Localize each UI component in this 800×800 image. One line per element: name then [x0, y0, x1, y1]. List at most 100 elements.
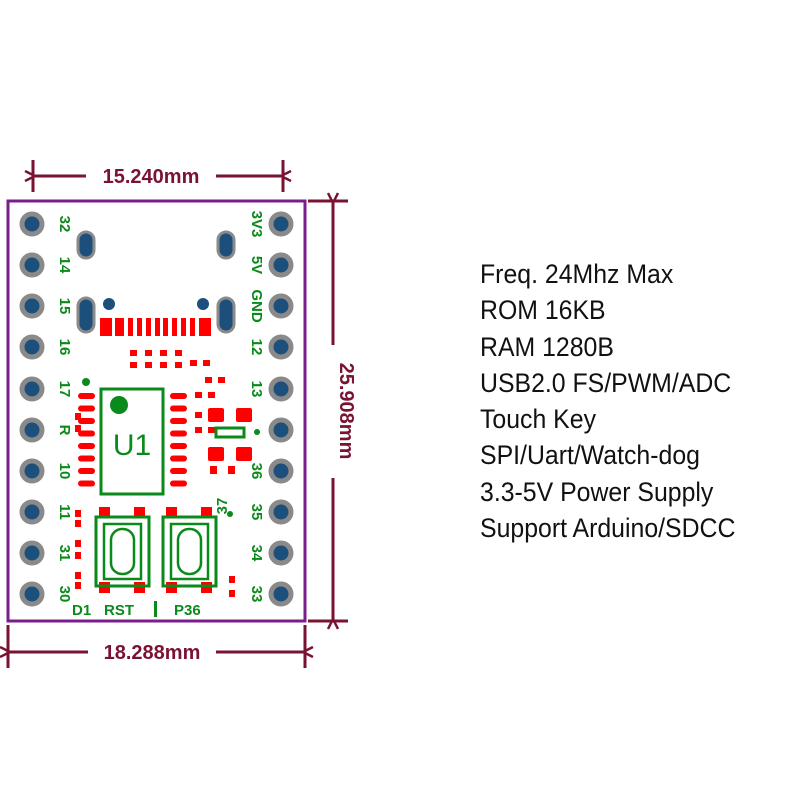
- height-dimension: 25.908mm: [308, 201, 357, 621]
- usb-pad: [181, 318, 186, 336]
- resistor-pad: [145, 350, 152, 356]
- pin-label: 30: [56, 586, 73, 603]
- pin-label: 33: [248, 586, 265, 603]
- pin-37-label: 37: [214, 498, 231, 515]
- usb-connector: [76, 230, 236, 336]
- button-inner: [102, 522, 143, 581]
- top-dimension: 15.240mm: [33, 160, 283, 192]
- smd-pad: [75, 413, 81, 420]
- spec-touch: Touch Key: [480, 404, 596, 435]
- divider: [154, 601, 157, 617]
- button-cap: [109, 527, 136, 576]
- spec-usb: USB2.0 FS/PWM/ADC: [480, 367, 732, 398]
- usb-pad: [137, 318, 142, 336]
- button-pad: [99, 507, 110, 518]
- smd-pad: [75, 572, 81, 579]
- pin-left-8: 11: [19, 499, 73, 525]
- chip-pad: [170, 443, 187, 449]
- pin-pad: [268, 540, 294, 566]
- pin-pad: [19, 211, 45, 237]
- pin-label: GND: [248, 289, 265, 323]
- pin-label: 11: [56, 504, 73, 520]
- pin-right-6: [268, 417, 294, 443]
- d1-label: D1: [72, 602, 91, 619]
- crystal-outline: [214, 426, 246, 439]
- button-pad: [201, 507, 212, 518]
- bottom-dimension-label: 18.288mm: [104, 642, 201, 664]
- smd-pad: [75, 425, 81, 432]
- pin-right-9: 34: [248, 540, 294, 566]
- pin-label: 36: [248, 463, 265, 480]
- specs-list: Freq. 24Mhz Max ROM 16KB RAM 1280B USB2.…: [480, 256, 735, 546]
- smd-pad: [210, 466, 217, 474]
- height-dimension-label: 25.908mm: [335, 363, 357, 460]
- chip-pad: [170, 455, 187, 462]
- crystal-pad: [236, 408, 252, 422]
- spec-power: 3.3-5V Power Supply: [480, 476, 714, 507]
- smd-pad: [228, 466, 235, 474]
- button-inner: [169, 522, 210, 581]
- bottom-dimension: 18.288mm: [8, 625, 305, 668]
- usb-pad: [163, 318, 168, 336]
- smd-pad: [75, 510, 81, 517]
- usb-pad: [190, 318, 195, 336]
- usb-pad: [155, 318, 160, 336]
- chip-label: U1: [113, 429, 151, 462]
- spec-support: Support Arduino/SDCC: [480, 513, 736, 544]
- pin-label: 14: [56, 257, 73, 274]
- resistor-pad: [130, 350, 137, 356]
- button-cap: [176, 527, 203, 576]
- pin-label: 34: [248, 545, 265, 562]
- crystal-pad: [236, 447, 252, 461]
- smd-pad: [195, 427, 202, 433]
- pin-pad: [19, 252, 45, 278]
- p36-button: [161, 507, 218, 593]
- chip-pad: [78, 393, 95, 399]
- pin-pad: [268, 581, 294, 607]
- spec-ram: RAM 1280B: [480, 331, 614, 362]
- pin-right-1: 3V3: [248, 211, 294, 238]
- chip-u1: U1: [78, 378, 187, 496]
- pin-left-5: 17: [19, 376, 73, 402]
- pin-left-9: 31: [19, 540, 73, 566]
- pin-right-5: 13: [248, 376, 294, 402]
- usb-pad: [172, 318, 177, 336]
- pin-left-4: 16: [19, 334, 73, 360]
- smd-pad: [218, 377, 225, 383]
- pin-label: 5V: [248, 256, 265, 274]
- pin-pad: [268, 458, 294, 484]
- button-pad: [134, 507, 145, 518]
- usb-pad: [128, 318, 133, 336]
- chip-pad: [170, 405, 187, 412]
- resistor-pad: [130, 362, 137, 368]
- pin-pad: [19, 581, 45, 607]
- pin-left-10: 30: [19, 581, 73, 607]
- smd-pad: [208, 392, 215, 398]
- pin-right-7: 36: [248, 458, 294, 484]
- spec-freq: Freq. 24Mhz Max: [480, 259, 674, 289]
- pin-pad: [19, 334, 45, 360]
- pin-label: 10: [56, 463, 73, 480]
- chip-pad: [78, 430, 95, 437]
- chip-pad: [170, 418, 187, 424]
- pin-pad: [268, 334, 294, 360]
- pin-pad: [268, 417, 294, 443]
- pin-label: 35: [248, 504, 265, 521]
- smd-pad: [195, 392, 202, 398]
- chip-pad: [170, 393, 187, 399]
- pin-label: 13: [248, 381, 265, 398]
- resistor-pad: [160, 350, 167, 356]
- pin-label: 3V3: [248, 211, 265, 238]
- usb-pad: [115, 318, 124, 336]
- chip-pad: [170, 430, 187, 437]
- usb-pad: [199, 318, 211, 336]
- pin-pad: [19, 499, 45, 525]
- smd-pad: [75, 552, 81, 559]
- usb-pad: [146, 318, 151, 336]
- pin-label: 15: [56, 298, 73, 315]
- pin-pad: [268, 211, 294, 237]
- usb-pad: [100, 318, 112, 336]
